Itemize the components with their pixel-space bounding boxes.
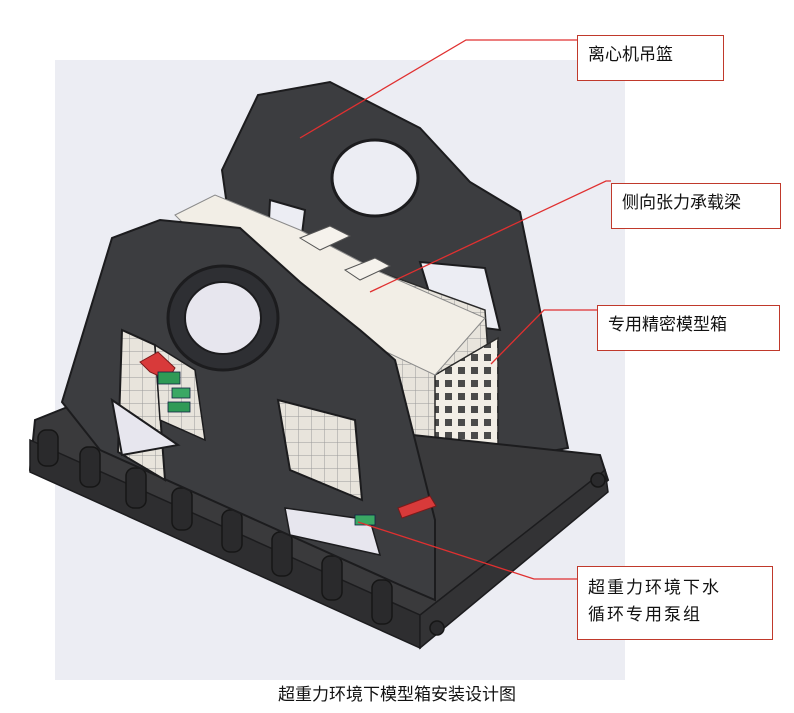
callout-pump-line-2: 循环专用泵组 bbox=[588, 605, 702, 625]
pump-group bbox=[139, 351, 437, 526]
base-lugs bbox=[37, 429, 606, 636]
callout-model-box: 专用精密模型箱 bbox=[597, 305, 780, 351]
callout-tension-beam: 侧向张力承载梁 bbox=[611, 183, 781, 229]
front-basket-frame bbox=[60, 218, 436, 602]
callout-pump-group: 超重力环境下水 循环专用泵组 bbox=[577, 566, 773, 640]
figure-caption: 超重力环境下模型箱安装设计图 bbox=[278, 685, 516, 705]
callout-hanging-basket: 离心机吊篮 bbox=[577, 35, 724, 81]
leader-lines bbox=[299, 39, 611, 580]
callout-pump-line-1: 超重力环境下水 bbox=[588, 578, 721, 598]
